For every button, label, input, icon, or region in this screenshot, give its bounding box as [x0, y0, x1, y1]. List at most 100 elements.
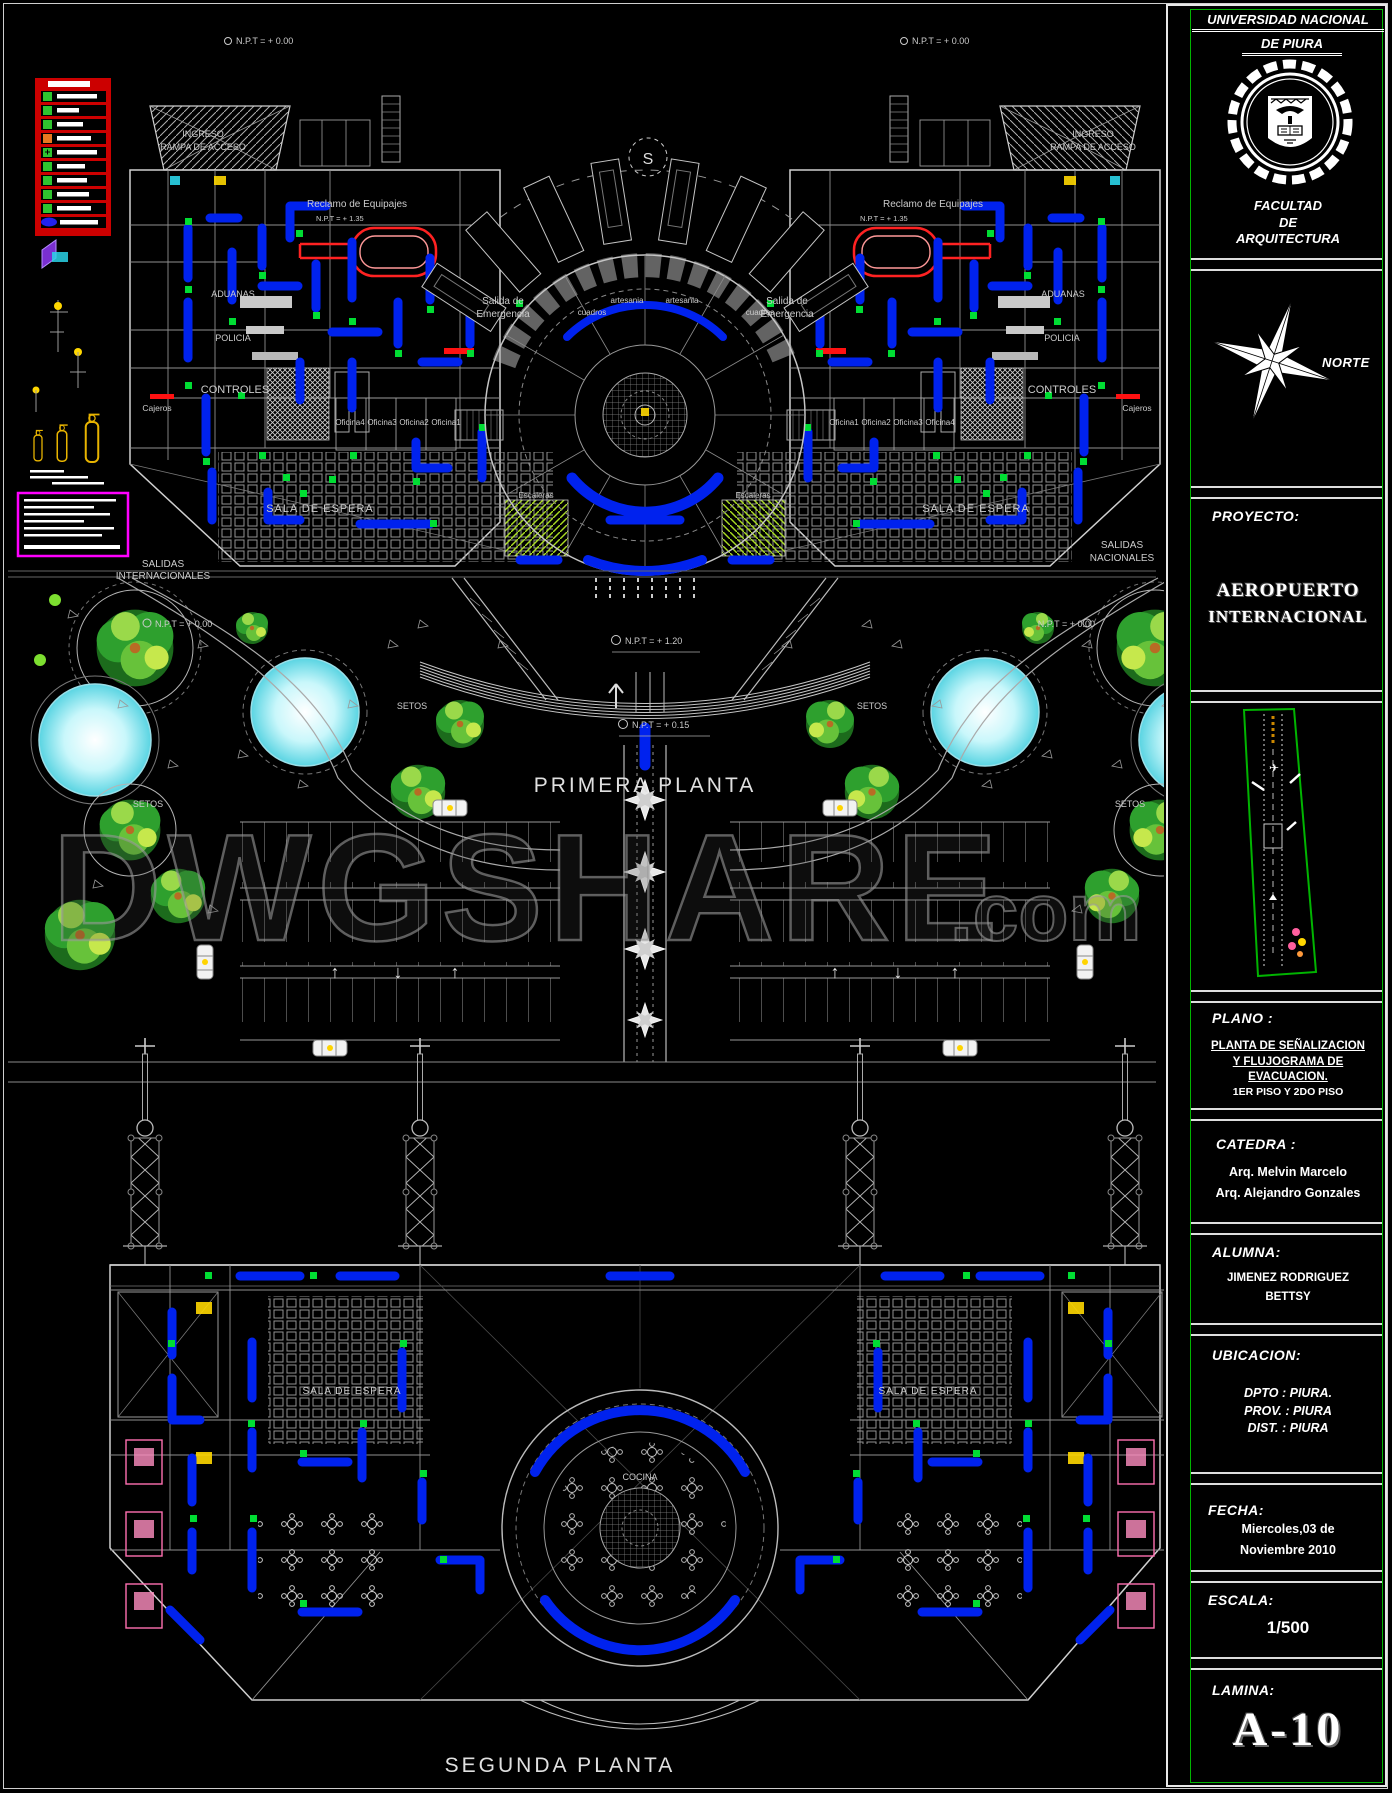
watermark-text: DWGSHARE: [52, 803, 1004, 973]
escala-value: 1/500: [1266, 1618, 1310, 1637]
sala-espera-label: SALA DE ESPERA: [266, 503, 374, 515]
oficina-label: Oficina4: [925, 418, 955, 427]
escaleras-label: Escaleras: [735, 491, 770, 500]
north-compass-icon: [1212, 301, 1332, 421]
ubicacion-prov: PROV. : PIURA: [1244, 1404, 1332, 1418]
cuadros-label: cuadros: [578, 308, 606, 317]
plano-line2: Y FLUJOGRAMA DE: [1232, 1056, 1344, 1068]
policia-label: POLICIA: [215, 333, 251, 343]
oficina-label: Oficina1: [829, 418, 859, 427]
npt-label: N.P.T = + 0.00: [1038, 619, 1095, 629]
setos-label: SETOS: [133, 799, 163, 809]
survey-marks: [67, 609, 509, 914]
aduanas-label: ADUANAS: [211, 289, 255, 299]
lamina-label: LAMINA:: [1212, 1682, 1275, 1698]
salidas-nacionales-label: NACIONALES: [1090, 553, 1155, 564]
watermark: DWGSHARE .com: [51, 802, 1143, 975]
artesania-label: artesania: [611, 296, 644, 305]
university-name-line1: UNIVERSIDAD NACIONAL: [1192, 12, 1384, 32]
legend-box: [35, 78, 111, 236]
aduanas-label: ADUANAS: [1041, 289, 1085, 299]
cuadros-label: cuadros: [746, 308, 774, 317]
separator: [1191, 486, 1382, 499]
ubicacion-dist: DIST. : PIURA: [1247, 1421, 1329, 1435]
svg-text:✈: ✈: [1269, 761, 1279, 775]
separator: [1191, 1570, 1382, 1583]
oficina-label: Oficina2: [861, 418, 891, 427]
legend-text-bars: [57, 94, 98, 225]
plan1-left-wing: [129, 95, 569, 567]
faculty-line2: DE: [1278, 215, 1298, 230]
ingreso-label: INGRESO: [1072, 129, 1114, 139]
site-labels: N.P.T = + 0.00 N.P.T = + 0.00 N.P.T = + …: [133, 618, 1145, 809]
catedra-name2: Arq. Alejandro Gonzales: [1215, 1186, 1361, 1200]
svg-text:↑: ↑: [831, 962, 840, 982]
svg-text:↑: ↑: [331, 962, 340, 982]
salida-emergencia-label: Salida de: [766, 296, 808, 307]
setos-label: SETOS: [1115, 799, 1145, 809]
drawing-area: ↑↓↑ ↑↓↑: [8, 36, 1164, 1777]
segunda-planta-title: SEGUNDA PLANTA: [445, 1754, 676, 1777]
cajeros-label: Cajeros: [1122, 403, 1151, 413]
ingreso-label: RAMPA DE ACCESO: [160, 142, 246, 152]
plano-line3: EVACUACION.: [1248, 1071, 1328, 1083]
watermark-suffix: .com: [950, 867, 1141, 958]
faculty-line3: ARQUITECTURA: [1236, 231, 1340, 246]
sala-espera-label: SALA DE ESPERA: [878, 1386, 977, 1397]
oficina-label: Oficina1: [431, 418, 461, 427]
oficina-label: Oficina2: [399, 418, 429, 427]
fecha-label: FECHA:: [1208, 1502, 1264, 1518]
salidas-internacionales-label: INTERNACIONALES: [116, 571, 211, 582]
escala-label: ESCALA:: [1208, 1592, 1274, 1608]
separator: [1191, 258, 1382, 271]
npt-label: N.P.T = + 0.00: [912, 36, 969, 46]
separator: [1191, 1472, 1382, 1485]
plan2-flow-arrows: [165, 1271, 485, 1645]
alumna-name1: JIMENEZ RODRIGUEZ: [1226, 1272, 1350, 1284]
controles-label: CONTROLES: [201, 384, 269, 396]
s-marker: S: [643, 151, 654, 168]
salidas-nacionales-label: SALIDAS: [1101, 540, 1144, 551]
setos-label: SETOS: [857, 701, 887, 711]
artesania-label: artesania: [666, 296, 699, 305]
plan2-left: [110, 1265, 640, 1701]
faculty-line1: FACULTAD: [1253, 198, 1323, 213]
separator: [1191, 990, 1382, 1003]
university-seal-icon: [1227, 59, 1353, 185]
salida-emergencia-label: Salida de: [482, 296, 524, 307]
plan2-restaurant-circle: [501, 1271, 779, 1667]
oficina-label: Oficina3: [367, 418, 397, 427]
npt-label: N.P.T = + 1.35: [316, 214, 364, 223]
fecha-line2: Noviembre 2010: [1240, 1543, 1336, 1557]
proyecto-label: PROYECTO:: [1212, 508, 1300, 524]
salida-emergencia-label: Emergencia: [476, 309, 530, 320]
separator: [1191, 1222, 1382, 1235]
svg-text:↓: ↓: [394, 962, 403, 982]
primera-planta-title: PRIMERA PLANTA: [534, 774, 757, 797]
site-center: ↑↓↑ ↑↓↑: [8, 578, 1156, 1083]
sala-espera-label: SALA DE ESPERA: [922, 503, 1030, 515]
cocina-label: COCINA: [622, 1472, 657, 1482]
plano-label: PLANO :: [1212, 1010, 1274, 1026]
title-block-green-border: [1190, 9, 1383, 1783]
npt-label: N.P.T = + 0.15: [632, 720, 689, 730]
alumna-name2: BETTSY: [1265, 1291, 1311, 1303]
svg-text:↓: ↓: [894, 962, 903, 982]
plan2-labels: SALA DE ESPERA SALA DE ESPERA COCINA SEG…: [302, 1386, 977, 1777]
separator: [1191, 1108, 1382, 1121]
legend-icons: [41, 92, 57, 227]
alumna-label: ALUMNA:: [1212, 1244, 1281, 1260]
catedra-label: CATEDRA :: [1216, 1136, 1296, 1152]
title-block-frame: [1166, 4, 1387, 1787]
s-symbol-circle: [628, 137, 668, 177]
svg-text:↑: ↑: [951, 962, 960, 982]
ubicacion-label: UBICACION:: [1212, 1347, 1301, 1363]
separator: [1191, 1657, 1382, 1670]
npt-label: N.P.T = + 0.00: [236, 36, 293, 46]
restroom-pink: [125, 1439, 163, 1629]
separator: [1191, 1323, 1382, 1336]
plano-line1: PLANTA DE SEÑALIZACION: [1211, 1040, 1365, 1052]
salidas-internacionales-label: SALIDAS: [142, 559, 185, 570]
cajeros-label: Cajeros: [142, 403, 171, 413]
